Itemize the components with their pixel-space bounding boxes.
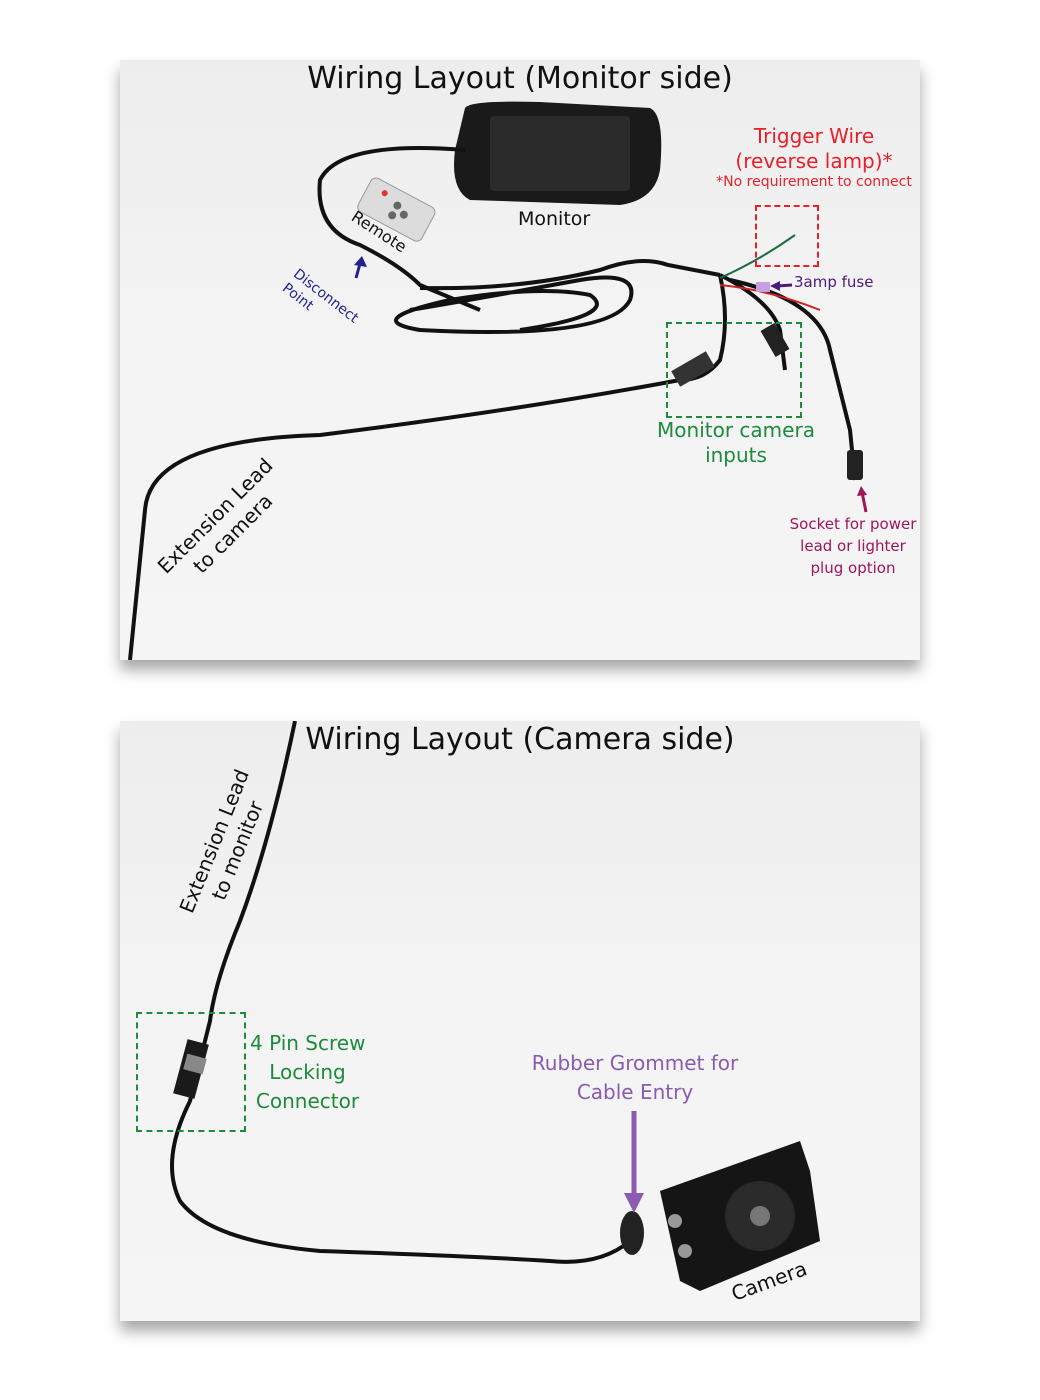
trigger-wire-label: Trigger Wire (reverse lamp)* *No require… xyxy=(702,124,920,192)
socket-line3: plug option xyxy=(810,559,896,577)
connector-line1: 4 Pin Screw xyxy=(250,1031,366,1055)
socket-line1: Socket for power xyxy=(789,515,917,533)
connector-label: 4 Pin Screw Locking Connector xyxy=(250,1029,365,1116)
inputs-line1: Monitor camera xyxy=(657,418,815,442)
grommet-line1: Rubber Grommet for xyxy=(531,1051,739,1075)
connector-line2: Locking xyxy=(269,1060,346,1084)
inputs-line2: inputs xyxy=(705,443,767,467)
camera-device xyxy=(660,1141,820,1291)
monitor-side-title: Wiring Layout (Monitor side) xyxy=(307,61,733,96)
socket-line2: lead or lighter xyxy=(800,537,906,555)
camera-wiring-photo xyxy=(170,721,820,1291)
trigger-line1: Trigger Wire xyxy=(753,124,875,148)
remote-device xyxy=(357,177,436,242)
camera-inputs-box xyxy=(666,322,802,418)
camera-inputs-label: Monitor camera inputs xyxy=(656,418,816,468)
monitor-label: Monitor xyxy=(518,208,591,230)
rubber-grommet xyxy=(620,1211,644,1255)
fuse-label: 3amp fuse xyxy=(794,273,874,291)
connector-line3: Connector xyxy=(255,1089,360,1113)
trigger-note: *No requirement to connect xyxy=(716,174,912,190)
monitor-side-panel: Wiring Layout (Monitor side) Monitor Rem… xyxy=(120,60,920,660)
trigger-line2: (reverse lamp)* xyxy=(735,149,893,173)
grommet-label: Rubber Grommet for Cable Entry xyxy=(525,1049,745,1107)
socket-label: Socket for power lead or lighter plug op… xyxy=(788,513,918,579)
trigger-wire-box xyxy=(755,205,819,267)
grommet-line2: Cable Entry xyxy=(576,1080,694,1104)
camera-side-panel: Wiring Layout (Camera side) Extension Le… xyxy=(120,721,920,1321)
monitor-wiring-photo xyxy=(128,101,868,660)
camera-side-title: Wiring Layout (Camera side) xyxy=(305,722,735,757)
connector-box xyxy=(136,1012,246,1132)
